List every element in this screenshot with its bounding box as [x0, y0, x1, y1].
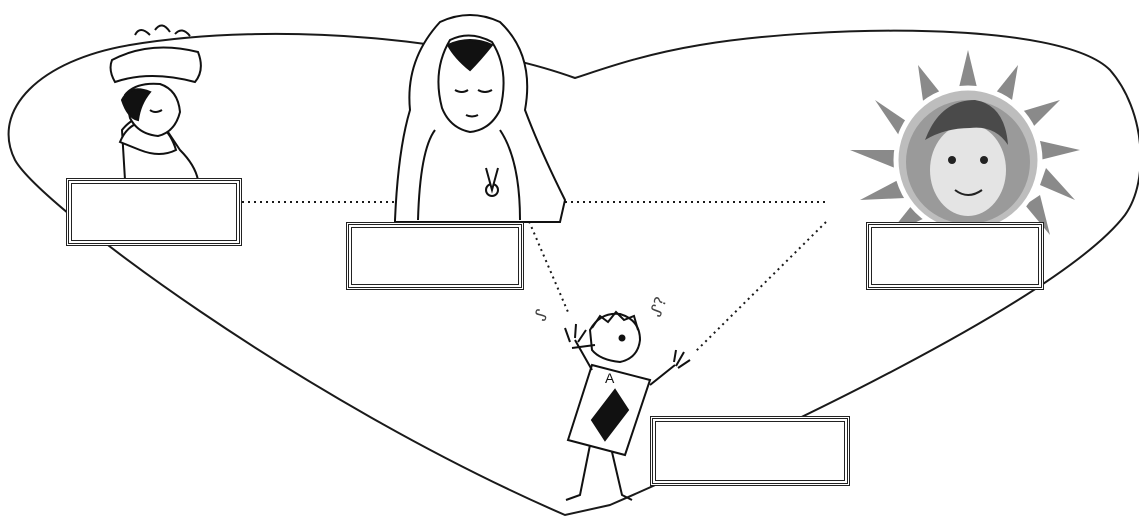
card-man-icon: A [564, 310, 691, 501]
dotted-connectors [242, 201, 827, 353]
connector-right-bottom [694, 221, 827, 353]
scribble-right: ᔑ? [646, 294, 671, 319]
label-box-bottom[interactable] [650, 416, 850, 486]
hat-lady-icon [109, 24, 202, 181]
label-box-center[interactable] [346, 222, 524, 290]
label-box-bottom-text [653, 419, 847, 439]
label-box-center-text [349, 225, 521, 245]
label-box-left-text [69, 181, 239, 201]
label-box-left[interactable] [66, 178, 242, 246]
svg-text:A: A [605, 370, 615, 386]
label-box-right[interactable] [866, 222, 1044, 290]
bride-icon [394, 14, 567, 223]
sun-face-icon [850, 50, 1080, 235]
label-box-right-text [869, 225, 1041, 245]
scribble-left: ᔑ [531, 307, 552, 323]
